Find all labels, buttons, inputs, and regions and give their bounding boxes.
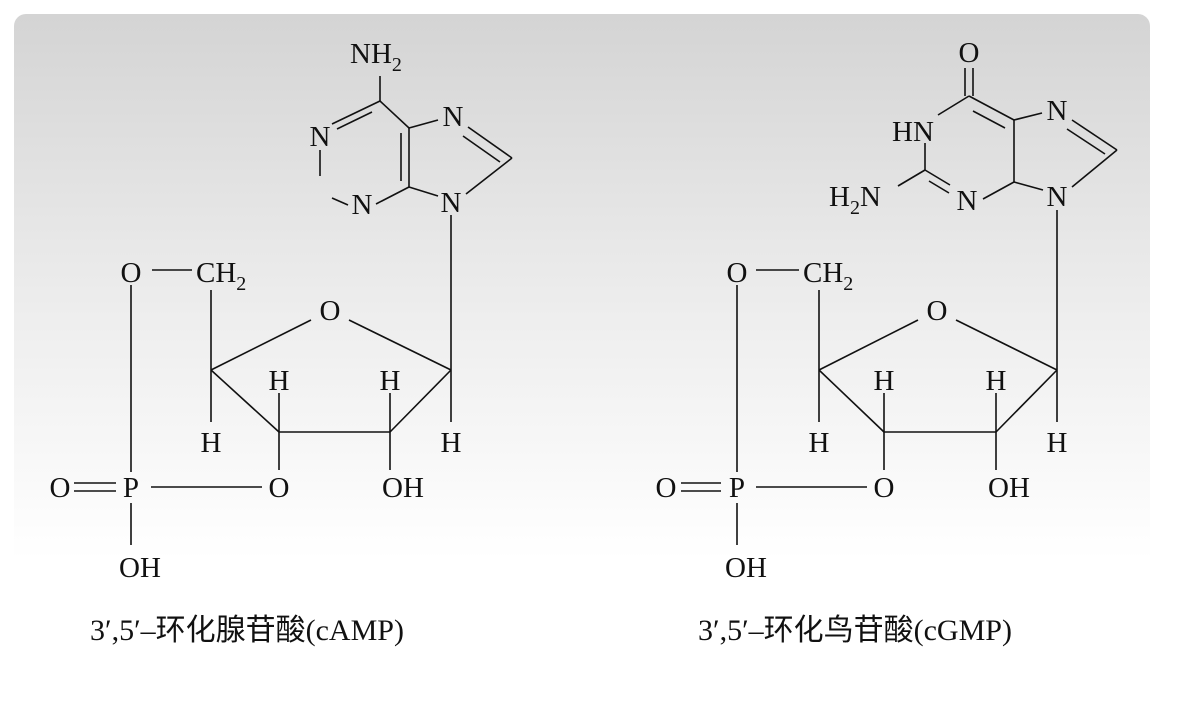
- cgmp-o5-label: O: [727, 257, 748, 289]
- camp-oh2-label: OH: [382, 472, 424, 504]
- camp-purine-bonds: [319, 76, 513, 206]
- cgmp-phosphorus-label: P: [729, 472, 745, 504]
- cgmp-n3-label: N: [957, 185, 978, 217]
- cgmp-carbonyl-o-label: O: [959, 37, 980, 69]
- cgmp-p-oxo-label: O: [656, 472, 677, 504]
- camp-p-oxo-label: O: [50, 472, 71, 504]
- camp-n9-label: N: [441, 187, 462, 219]
- cgmp-structure: O HN N H2N N N O CH2 O H H H H O OH O P …: [656, 37, 1118, 647]
- camp-structure: NH2 N N N N O CH2 O H H H H O OH O P OH …: [50, 38, 513, 647]
- camp-n7-label: N: [443, 101, 464, 133]
- camp-n1-label: N: [310, 121, 331, 153]
- camp-h-c3-label: H: [269, 365, 290, 397]
- cgmp-sugar-bonds: [681, 210, 1058, 545]
- camp-amino-label: NH2: [350, 38, 402, 76]
- camp-phosphorus-label: P: [123, 472, 139, 504]
- cgmp-h-c4-label: H: [809, 427, 830, 459]
- camp-p-oh-label: OH: [119, 552, 161, 584]
- cgmp-ring-o-label: O: [927, 295, 948, 327]
- camp-ring-o-label: O: [320, 295, 341, 327]
- cgmp-amino-label: H2N: [829, 181, 881, 219]
- cgmp-h-c1-label: H: [1047, 427, 1068, 459]
- cgmp-n9-label: N: [1047, 181, 1068, 213]
- camp-h-c4-label: H: [201, 427, 222, 459]
- cgmp-p-oh-label: OH: [725, 552, 767, 584]
- cgmp-caption: 3′,5′–环化鸟苷酸(cGMP): [698, 614, 1012, 647]
- cgmp-oh2-label: OH: [988, 472, 1030, 504]
- cgmp-ch2-label: CH2: [803, 257, 853, 295]
- cgmp-n7-label: N: [1047, 95, 1068, 127]
- cgmp-hn-label: HN: [892, 116, 934, 148]
- camp-ch2-label: CH2: [196, 257, 246, 295]
- camp-caption: 3′,5′–环化腺苷酸(cAMP): [90, 614, 404, 647]
- camp-o3-label: O: [269, 472, 290, 504]
- camp-h-c2-label: H: [380, 365, 401, 397]
- camp-h-c1-label: H: [441, 427, 462, 459]
- cgmp-purine-bonds: [897, 68, 1118, 200]
- camp-sugar-bonds: [74, 215, 452, 545]
- cgmp-h-c2-label: H: [986, 365, 1007, 397]
- camp-n3-label: N: [352, 189, 373, 221]
- camp-o5-label: O: [121, 257, 142, 289]
- cgmp-h-c3-label: H: [874, 365, 895, 397]
- cgmp-o3-label: O: [874, 472, 895, 504]
- diagram-panel: [14, 14, 1150, 680]
